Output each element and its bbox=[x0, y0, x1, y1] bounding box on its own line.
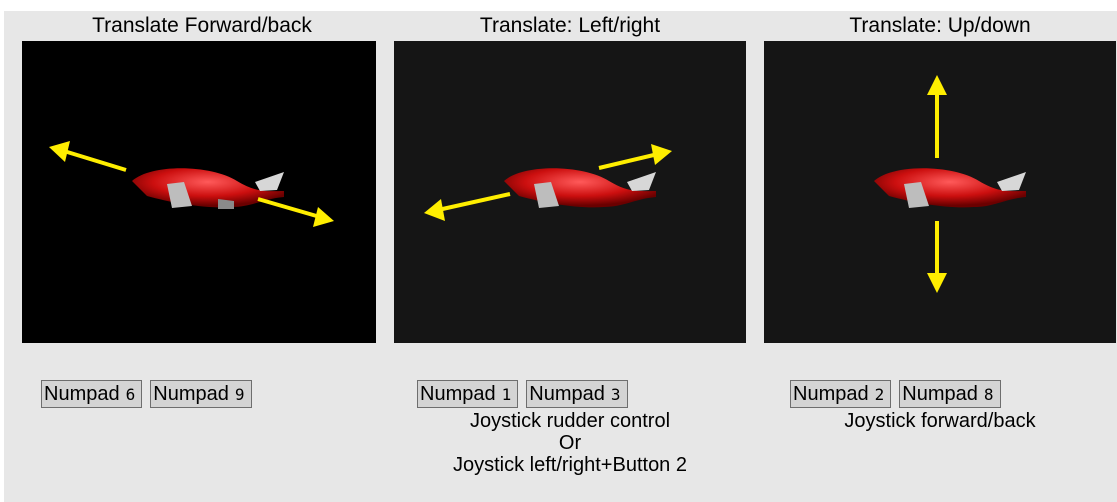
arrow-forward-icon bbox=[49, 141, 127, 172]
forward-back-scene bbox=[49, 141, 334, 227]
arrow-down-icon bbox=[927, 221, 947, 293]
ship-icon bbox=[874, 168, 1026, 208]
caption-line: Or bbox=[558, 432, 582, 454]
title-forward-back: Translate Forward/back bbox=[92, 14, 312, 37]
title-up-down: Translate: Up/down bbox=[849, 14, 1031, 37]
caption-left-right: Joystick rudder control Or Joystick left… bbox=[394, 410, 746, 476]
ship-icon bbox=[504, 168, 656, 208]
viewport-forward-back bbox=[22, 41, 376, 343]
caption-line: Joystick rudder control bbox=[469, 410, 671, 432]
column-left-right: Translate: Left/right bbox=[394, 11, 746, 41]
title-left-right: Translate: Left/right bbox=[479, 14, 661, 37]
arrow-back-icon bbox=[257, 197, 334, 227]
viewport-up-down bbox=[764, 41, 1116, 343]
caption-up-down: Joystick forward/back bbox=[764, 410, 1116, 432]
arrow-right-icon bbox=[598, 144, 672, 170]
up-down-scene bbox=[874, 75, 1026, 293]
arrow-left-icon bbox=[424, 192, 511, 221]
column-up-down: Translate: Up/down bbox=[764, 11, 1116, 41]
caption-line: Joystick forward/back bbox=[844, 410, 1036, 432]
left-right-scene bbox=[424, 144, 672, 221]
ship-icon bbox=[132, 168, 284, 209]
viewport-left-right bbox=[394, 41, 746, 343]
column-forward-back: Translate Forward/back bbox=[28, 11, 376, 41]
caption-line: Joystick left/right+Button 2 bbox=[452, 454, 687, 476]
arrow-up-icon bbox=[927, 75, 947, 158]
